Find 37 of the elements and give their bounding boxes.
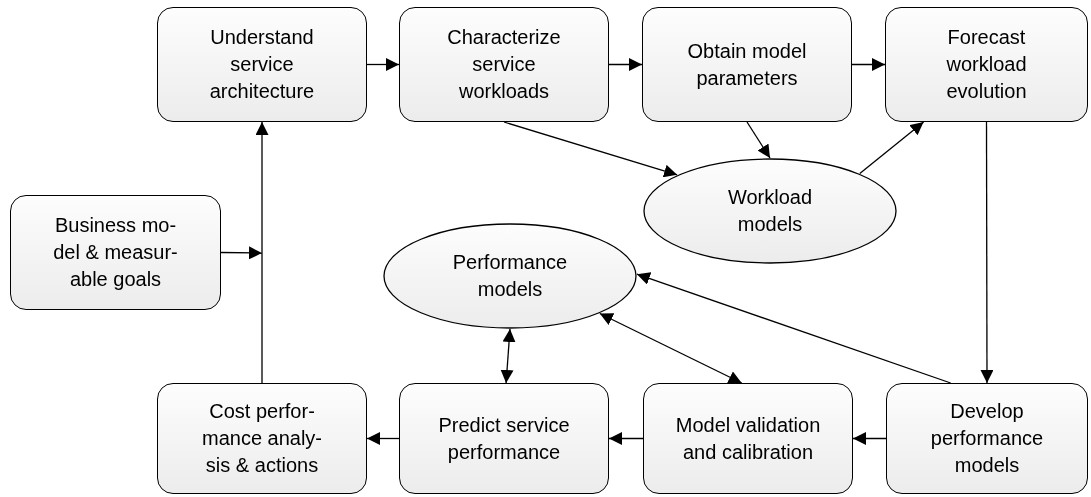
- node-label: Characterize service workloads: [446, 25, 562, 104]
- arrow: [220, 246, 263, 260]
- arrow: [366, 432, 400, 445]
- data-ellipse: [643, 158, 897, 264]
- process-box: [643, 383, 853, 494]
- node-label: Workload models: [726, 185, 814, 237]
- arrow: [851, 58, 886, 71]
- process-box: [399, 7, 609, 122]
- node-label: Obtain model parameters: [686, 38, 808, 91]
- node-label: Predict service performance: [437, 412, 571, 465]
- arrow: [608, 58, 643, 71]
- arrow: [599, 312, 743, 384]
- arrow: [366, 58, 400, 71]
- node-label: Forecast workload evolution: [945, 25, 1028, 104]
- process-box: [886, 383, 1088, 494]
- arrow: [859, 121, 925, 175]
- arrow: [852, 432, 887, 445]
- process-box: [10, 195, 221, 310]
- process-box: [157, 383, 367, 494]
- arrow: [980, 121, 994, 384]
- arrow: [255, 121, 269, 384]
- process-box: [399, 383, 609, 494]
- arrow: [636, 272, 952, 384]
- arrow: [746, 121, 771, 159]
- node-label: Understand service architecture: [208, 25, 316, 104]
- node-label: Model validation and calibration: [674, 412, 822, 465]
- node-label: Business mo- del & measur- able goals: [52, 213, 179, 292]
- data-ellipse: [383, 223, 637, 329]
- arrow: [608, 432, 644, 445]
- node-label: Performance models: [451, 250, 569, 302]
- arrow: [500, 328, 516, 384]
- process-box: [885, 7, 1088, 122]
- node-label: Develop performance models: [929, 399, 1045, 478]
- process-box: [642, 7, 852, 122]
- arrow: [503, 121, 678, 178]
- process-box: [157, 7, 367, 122]
- node-label: Cost perfor- mance analy- sis & actions: [200, 399, 324, 478]
